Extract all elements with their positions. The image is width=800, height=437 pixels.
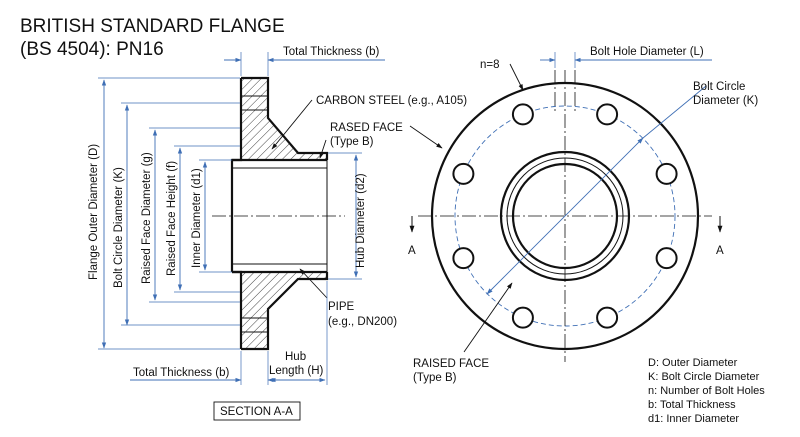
dim-bolt-circle-diameter-front: Bolt Circle Diameter (K) (486, 81, 758, 295)
dim-hub-length: Hub Length (H) (269, 351, 326, 383)
total-thickness-bottom-label: Total Thickness (b) (133, 367, 229, 379)
bolt-hole (452, 162, 475, 185)
raised-face-front-label-2: (Type B) (413, 372, 457, 384)
section-label: SECTION A-A (220, 406, 293, 418)
dim-total-thickness-top: Total Thickness (b) (224, 46, 385, 76)
rased-face-label-2: (Type B) (330, 136, 374, 148)
section-metal-upper (232, 78, 327, 160)
section-mark-right-label: A (716, 245, 724, 257)
bolt-hole-diameter-label: Bolt Hole Diameter (L) (590, 46, 704, 58)
bolt-hole (596, 103, 619, 126)
bolt-count-callout: n=8 (480, 59, 524, 91)
bolt-hole (655, 247, 678, 270)
dim-raised-face-height: Raised Face Height (f) (166, 145, 240, 293)
bolt-circle-front-label-2: Diameter (K) (693, 95, 758, 107)
raised-face-diameter-label: Raised Face Diameter (g) (141, 152, 153, 284)
bolt-circle-diameter-label: Bolt Circle Diameter (K) (113, 167, 125, 288)
bolt-hole (596, 306, 619, 329)
dim-inner-diameter: Inner Diameter (d1) (191, 159, 232, 273)
raised-face-front-label-1: RAISED FACE (413, 358, 489, 370)
carbon-steel-label: CARBON STEEL (e.g., A105) (316, 95, 467, 107)
pipe-label-1: PIPE (328, 301, 355, 313)
rased-face-label-1: RASED FACE (330, 122, 403, 134)
pipe-callout: PIPE (e.g., DN200) (299, 268, 397, 328)
bolt-hole (511, 103, 534, 126)
dim-flange-outer-diameter: Flange Outer Diameter (D) (88, 77, 240, 350)
dim-raised-face-diameter: Raised Face Diameter (g) (141, 127, 240, 303)
total-thickness-top-label: Total Thickness (b) (283, 46, 379, 58)
section-view (212, 76, 345, 351)
title-line-1: BRITISH STANDARD FLANGE (20, 16, 285, 37)
bolt-count-label: n=8 (480, 59, 500, 71)
carbon-steel-callout: CARBON STEEL (e.g., A105) (271, 95, 467, 150)
dim-bolt-circle-diameter: Bolt Circle Diameter (K) (113, 102, 240, 326)
dim-total-thickness-bottom: Total Thickness (b) (130, 281, 328, 385)
dim-hub-diameter: Hub Diameter (d2) (328, 152, 367, 280)
hub-length-label-1: Hub (285, 351, 306, 363)
bolt-hole (452, 247, 475, 270)
legend-item: n: Number of Bolt Holes (648, 385, 765, 397)
raised-face-height-label: Raised Face Height (f) (166, 161, 178, 276)
legend-item: b: Total Thickness (648, 399, 736, 411)
bolt-circle-front-label-1: Bolt Circle (693, 81, 745, 93)
legend: D: Outer Diameter K: Bolt Circle Diamete… (648, 357, 765, 425)
inner-diameter-label: Inner Diameter (d1) (191, 168, 203, 268)
hub-length-label-2: Length (H) (269, 365, 324, 377)
bolt-hole (511, 306, 534, 329)
dim-bolt-hole-diameter: Bolt Hole Diameter (L) (540, 46, 712, 68)
section-metal-lower (232, 272, 327, 349)
raised-face-front-callout: RAISED FACE (Type B) (413, 282, 513, 384)
section-label-box: SECTION A-A (213, 401, 301, 421)
rased-face-callout: RASED FACE (Type B) (319, 122, 403, 159)
title-line-2: (BS 4504): PN16 (20, 39, 164, 60)
legend-item: K: Bolt Circle Diameter (648, 371, 760, 383)
outer-diameter-leader (409, 125, 443, 149)
section-mark-left-label: A (408, 245, 416, 257)
flange-outer-diameter-label: Flange Outer Diameter (D) (88, 144, 100, 280)
bolt-holes (452, 103, 678, 329)
section-mark-right: A (716, 216, 724, 257)
legend-item: D: Outer Diameter (648, 357, 738, 369)
hub-diameter-label: Hub Diameter (d2) (355, 173, 367, 268)
legend-item: d1: Inner Diameter (648, 413, 739, 425)
bolt-hole (655, 162, 678, 185)
section-mark-left: A (408, 216, 416, 257)
pipe-label-2: (e.g., DN200) (328, 316, 397, 328)
